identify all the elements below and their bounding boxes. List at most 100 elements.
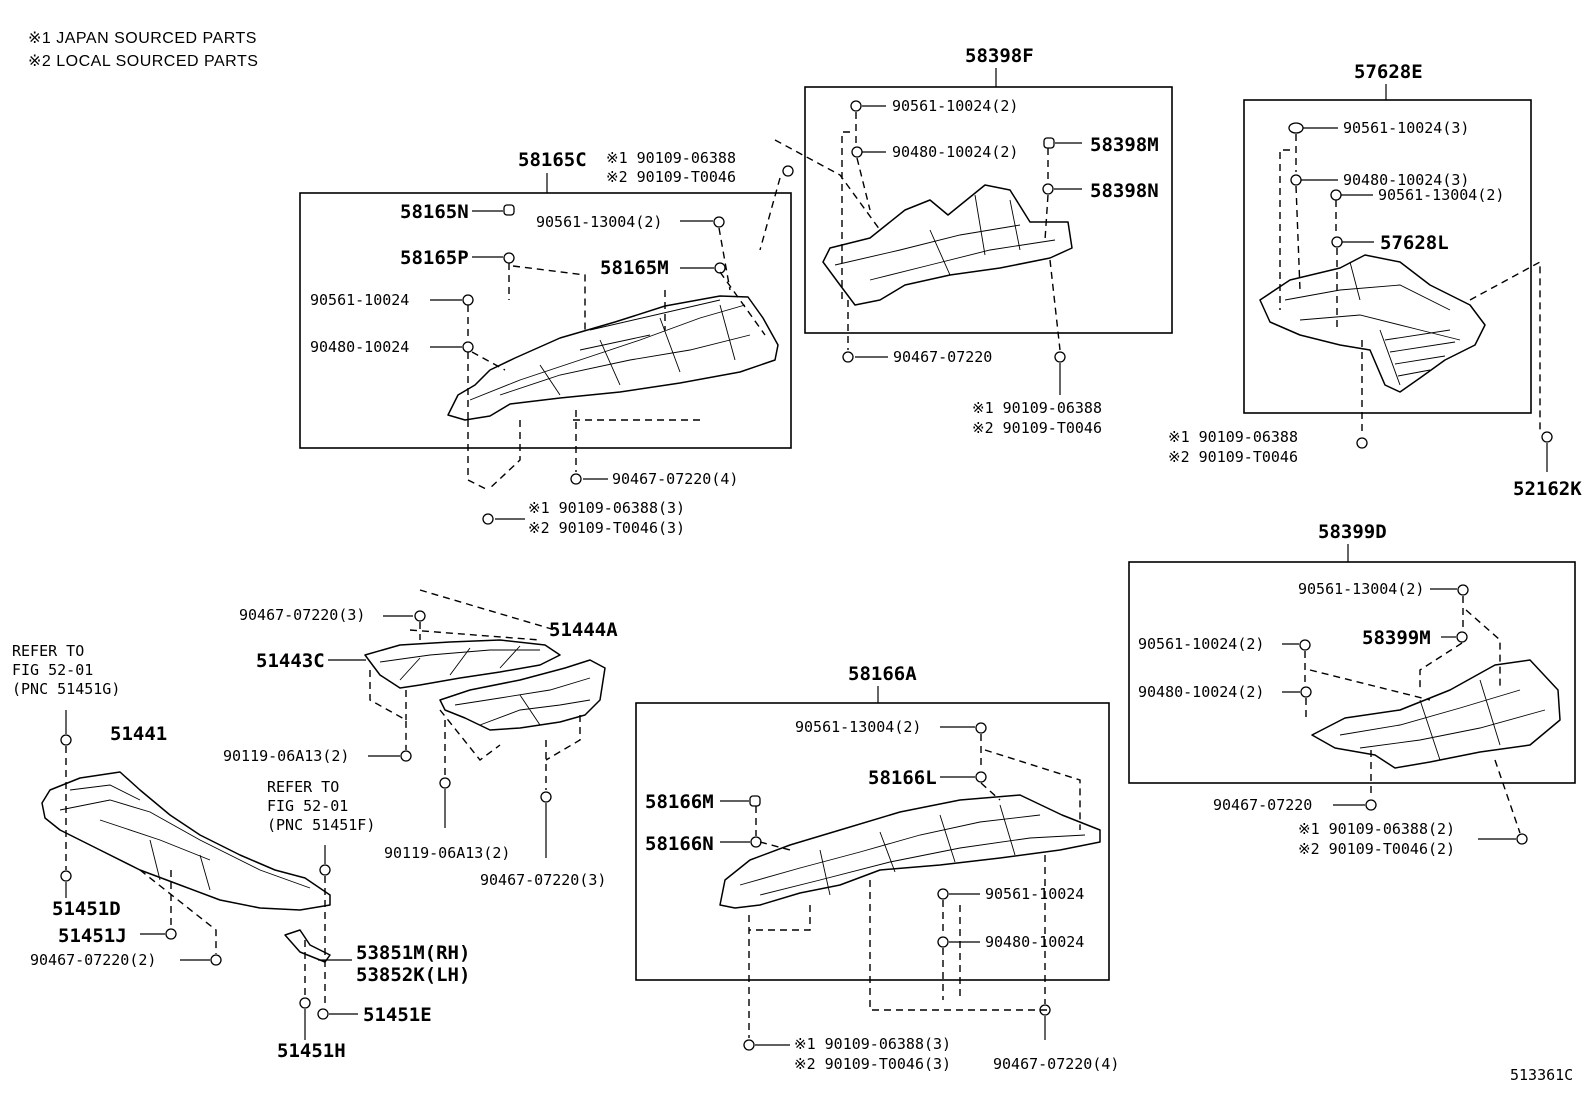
grommet-icon <box>713 216 725 228</box>
callout-58399D[interactable]: 58399D <box>1318 521 1387 543</box>
label-51441[interactable]: 51441 <box>110 723 167 745</box>
label-local-90109-T0046[interactable]: ※2 90109-T0046 <box>606 168 736 186</box>
refer-fig-label[interactable]: FIG 52-01 <box>267 797 348 815</box>
nut-icon <box>937 936 949 948</box>
label-90480-10024[interactable]: 90480-10024 <box>985 933 1084 951</box>
bolt-icon <box>60 870 72 882</box>
bolt-icon <box>749 795 761 807</box>
label-51451E[interactable]: 51451E <box>363 1004 432 1026</box>
nut-icon <box>714 262 726 274</box>
label-90561-10024[interactable]: 90561-10024 <box>985 885 1084 903</box>
label-local-90109-T0046[interactable]: ※2 90109-T0046(3) <box>794 1055 951 1073</box>
clip-icon <box>400 750 412 762</box>
grommet-icon <box>1330 189 1342 201</box>
refer-fig-label[interactable]: FIG 52-01 <box>12 661 93 679</box>
label-58166L[interactable]: 58166L <box>868 767 937 789</box>
label-90561-10024[interactable]: 90561-10024(3) <box>1343 119 1469 137</box>
label-90467-07220[interactable]: 90467-07220 <box>1213 796 1312 814</box>
bolt-icon <box>319 864 331 876</box>
nut-icon <box>503 252 515 264</box>
clip-icon <box>439 777 451 789</box>
label-local-90109-T0046[interactable]: ※2 90109-T0046(3) <box>528 519 685 537</box>
label-90119-06A13[interactable]: 90119-06A13(2) <box>384 844 510 862</box>
refer-pnc-label[interactable]: (PNC 51451F) <box>267 816 375 834</box>
screw-icon <box>540 791 552 803</box>
label-57628L[interactable]: 57628L <box>1380 232 1449 254</box>
label-90561-13004[interactable]: 90561-13004(2) <box>536 213 662 231</box>
label-58165N[interactable]: 58165N <box>400 201 469 223</box>
grommet-icon <box>1457 584 1469 596</box>
group-58165C: 58165C 58165N 58165P 58165M 90561- <box>299 149 794 537</box>
screw-icon <box>210 954 222 966</box>
screw-icon <box>842 351 854 363</box>
label-58398M[interactable]: 58398M <box>1090 134 1159 156</box>
nut-icon <box>1042 183 1054 195</box>
label-local-90109-T0046[interactable]: ※2 90109-T0046 <box>1168 448 1298 466</box>
label-japan-90109-06388[interactable]: ※1 90109-06388(3) <box>794 1035 951 1053</box>
label-90467-07220[interactable]: 90467-07220(4) <box>993 1055 1119 1073</box>
figure-id: 513361C <box>1510 1066 1573 1084</box>
nut-icon <box>750 836 762 848</box>
bolt-icon <box>1054 351 1066 363</box>
label-90561-13004[interactable]: 90561-13004(2) <box>795 718 921 736</box>
label-90467-07220[interactable]: 90467-07220 <box>893 348 992 366</box>
label-90480-10024[interactable]: 90480-10024(2) <box>892 143 1018 161</box>
label-90480-10024[interactable]: 90480-10024(2) <box>1138 683 1264 701</box>
group-57628E: 57628E 90561-10024(3) 90480-10024(3) 905… <box>1168 61 1582 500</box>
label-53851M-RH[interactable]: 53851M(RH) <box>356 942 470 964</box>
nut-icon <box>1331 236 1343 248</box>
label-japan-90109-06388[interactable]: ※1 90109-06388 <box>606 149 736 167</box>
label-japan-90109-06388[interactable]: ※1 90109-06388 <box>972 399 1102 417</box>
side-cover-51443C <box>364 639 561 689</box>
bolt-icon <box>317 1008 329 1020</box>
label-japan-90109-06388[interactable]: ※1 90109-06388(2) <box>1298 820 1455 838</box>
label-51444A[interactable]: 51444A <box>549 619 618 641</box>
label-90561-10024[interactable]: 90561-10024(2) <box>1138 635 1264 653</box>
label-90561-10024[interactable]: 90561-10024(2) <box>892 97 1018 115</box>
nut-icon <box>975 771 987 783</box>
label-58165M[interactable]: 58165M <box>600 257 669 279</box>
label-japan-90109-06388[interactable]: ※1 90109-06388 <box>1168 428 1298 446</box>
clip-icon <box>165 928 177 940</box>
label-58166N[interactable]: 58166N <box>645 833 714 855</box>
label-90467-07220[interactable]: 90467-07220(2) <box>30 951 156 969</box>
label-52162K[interactable]: 52162K <box>1513 478 1582 500</box>
label-58165P[interactable]: 58165P <box>400 247 469 269</box>
under-cover-58399D <box>1311 659 1561 769</box>
label-51451H[interactable]: 51451H <box>277 1040 346 1062</box>
label-90480-10024[interactable]: 90480-10024 <box>310 338 409 356</box>
label-90119-06A13[interactable]: 90119-06A13(2) <box>223 747 349 765</box>
bolt-icon <box>503 204 515 216</box>
label-90467-07220[interactable]: 90467-07220(3) <box>239 606 365 624</box>
label-local-90109-T0046[interactable]: ※2 90109-T0046 <box>972 419 1102 437</box>
refer-pnc-label[interactable]: (PNC 51451G) <box>12 680 120 698</box>
assembly-box-58166A <box>635 702 1110 981</box>
label-90480-10024[interactable]: 90480-10024(3) <box>1343 171 1469 189</box>
assembly-box-57628E <box>1243 99 1532 414</box>
nut-icon <box>462 341 474 353</box>
label-58398N[interactable]: 58398N <box>1090 180 1159 202</box>
label-90467-07220[interactable]: 90467-07220(3) <box>480 871 606 889</box>
under-cover-57628E <box>1259 254 1486 393</box>
label-90561-10024[interactable]: 90561-10024 <box>310 291 409 309</box>
label-japan-90109-06388[interactable]: ※1 90109-06388(3) <box>528 499 685 517</box>
callout-58166A[interactable]: 58166A <box>848 663 917 685</box>
label-90467-07220[interactable]: 90467-07220(4) <box>612 470 738 488</box>
bolt-icon <box>60 734 72 746</box>
label-51451D[interactable]: 51451D <box>52 898 121 920</box>
callout-57628E[interactable]: 57628E <box>1354 61 1423 83</box>
engine-under-cover-58165C <box>447 295 779 421</box>
assembly-box-58165C <box>299 192 792 449</box>
callout-58165C[interactable]: 58165C <box>518 149 587 171</box>
label-90561-13004[interactable]: 90561-13004(2) <box>1298 580 1424 598</box>
label-53852K-LH[interactable]: 53852K(LH) <box>356 964 470 986</box>
label-local-90109-T0046[interactable]: ※2 90109-T0046(2) <box>1298 840 1455 858</box>
bolt-icon <box>1043 137 1055 149</box>
grommet-icon <box>975 722 987 734</box>
label-58399M[interactable]: 58399M <box>1362 627 1431 649</box>
callout-58398F[interactable]: 58398F <box>965 45 1034 67</box>
label-51451J[interactable]: 51451J <box>58 925 127 947</box>
label-51443C[interactable]: 51443C <box>256 650 325 672</box>
label-90561-13004[interactable]: 90561-13004(2) <box>1378 186 1504 204</box>
label-58166M[interactable]: 58166M <box>645 791 714 813</box>
